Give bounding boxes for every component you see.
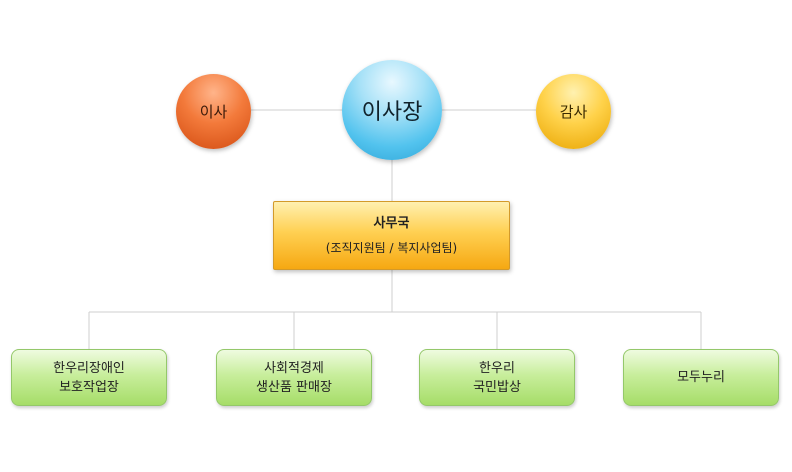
unit-label-line1: 한우리장애인	[53, 360, 125, 376]
unit-label-line2: 국민밥상	[473, 379, 521, 395]
unit-label-line1: 사회적경제	[264, 360, 324, 376]
unit-node-table: 한우리 국민밥상	[419, 349, 575, 406]
secretariat-title: 사무국	[373, 215, 410, 231]
director-node: 이사	[176, 74, 251, 149]
unit-node-workshop: 한우리장애인 보호작업장	[11, 349, 167, 406]
unit-label-line1: 한우리	[479, 360, 515, 376]
auditor-node: 감사	[536, 74, 611, 149]
secretariat-teams: (조직지원팀 / 복지사업팀)	[325, 240, 458, 255]
unit-label-line1: 모두누리	[677, 370, 725, 385]
unit-label-line2: 생산품 판매장	[256, 379, 332, 395]
chairman-label: 이사장	[361, 100, 423, 125]
auditor-label: 감사	[559, 103, 588, 121]
unit-label-line2: 보호작업장	[59, 379, 119, 395]
chairman-node: 이사장	[342, 60, 442, 160]
secretariat-node: 사무국 (조직지원팀 / 복지사업팀)	[273, 201, 510, 270]
unit-node-modunuri: 모두누리	[623, 349, 779, 406]
unit-node-store: 사회적경제 생산품 판매장	[216, 349, 372, 406]
director-label: 이사	[199, 103, 228, 121]
